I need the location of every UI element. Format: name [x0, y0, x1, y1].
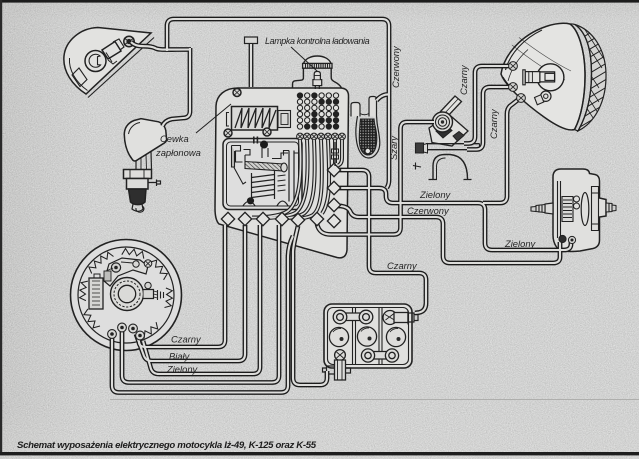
- svg-text:Czerwony: Czerwony: [407, 205, 450, 216]
- svg-text:Czerwony: Czerwony: [390, 45, 401, 88]
- svg-text:Lampka kontrolna ładowania: Lampka kontrolna ładowania: [265, 36, 370, 46]
- svg-text:Zielony: Zielony: [166, 364, 199, 375]
- svg-text:Biały: Biały: [169, 351, 191, 362]
- svg-text:Czarny: Czarny: [171, 334, 202, 345]
- svg-text:Cewka: Cewka: [160, 133, 189, 144]
- svg-text:Schemat wyposażenia elektryczn: Schemat wyposażenia elektrycznego motocy…: [17, 440, 317, 451]
- svg-text:Czarny: Czarny: [387, 260, 418, 271]
- svg-text:Czarny: Czarny: [458, 64, 469, 95]
- svg-text:Czarny: Czarny: [488, 108, 499, 139]
- svg-text:Szary: Szary: [388, 135, 399, 160]
- svg-text:Zielony: Zielony: [504, 238, 537, 249]
- svg-text:Zielony: Zielony: [419, 189, 452, 200]
- svg-text:zapłonowa: zapłonowa: [155, 147, 201, 158]
